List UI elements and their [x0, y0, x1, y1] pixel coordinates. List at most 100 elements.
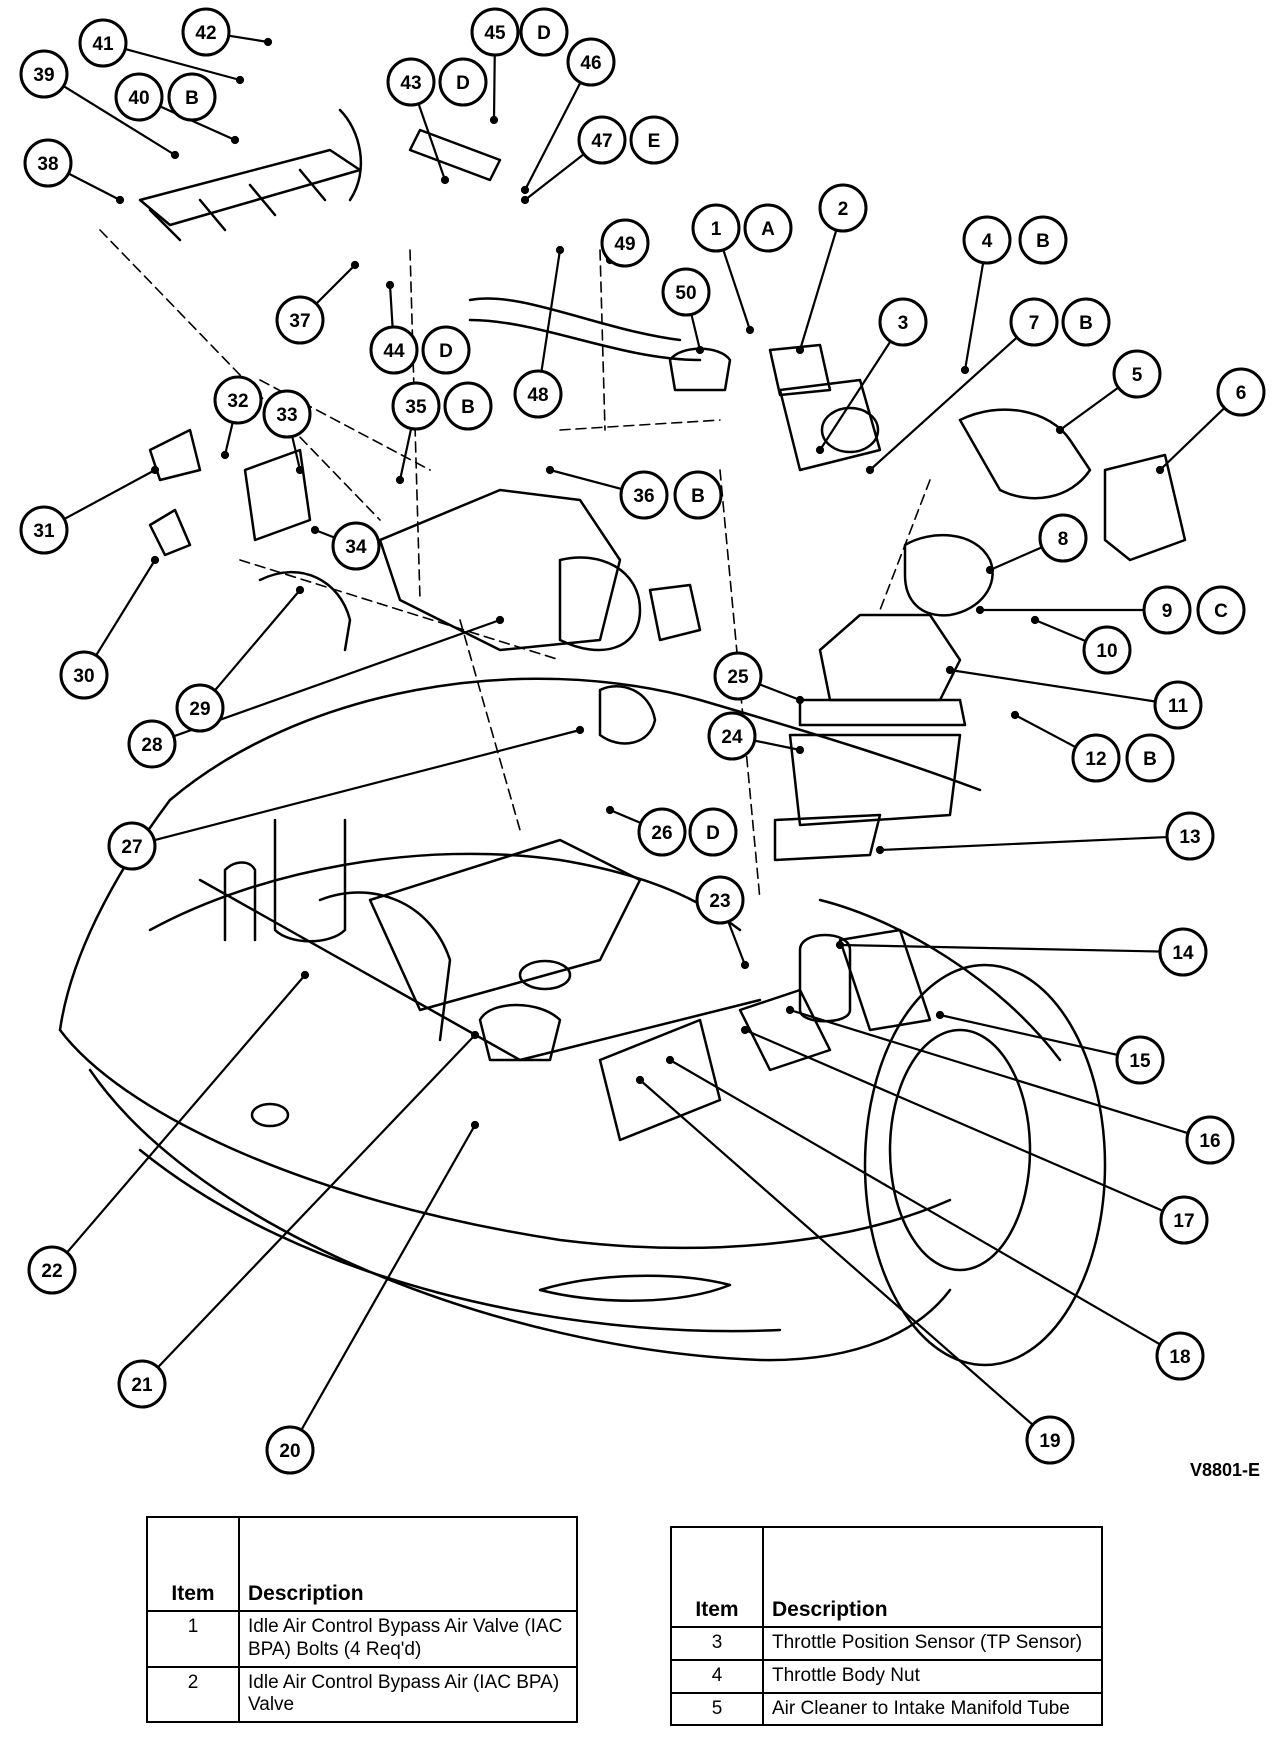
callout-11-text: 11 — [1168, 696, 1189, 717]
callout-20-circle — [265, 1425, 315, 1475]
wiring-harness — [468, 297, 702, 362]
callout-37-text: 37 — [289, 311, 310, 332]
callout-letter-1-text: A — [761, 219, 775, 240]
callout-13-text: 13 — [1179, 827, 1200, 848]
leader-line-26 — [609, 808, 642, 825]
callout-17-circle — [1159, 1195, 1209, 1245]
callout-letter-4-circle — [1018, 215, 1068, 265]
callout-7-text: 7 — [1029, 313, 1040, 334]
legend-right-header-description: Description — [762, 1526, 1103, 1628]
callout-28: 28 — [127, 719, 177, 769]
air-cleaner-housing — [788, 733, 962, 827]
callout-39: 39 — [19, 49, 69, 99]
air-cleaner-cover — [818, 613, 962, 702]
leader-tip-30 — [150, 555, 160, 565]
callout-35: 35 — [391, 381, 441, 431]
leader-line-16 — [789, 1008, 1189, 1135]
car-bumper-lower — [88, 1068, 952, 1362]
intake-manifold — [378, 488, 622, 652]
callout-37: 37 — [275, 295, 325, 345]
callout-32: 32 — [213, 375, 263, 425]
callout-letter-43-circle — [438, 57, 488, 107]
callout-letter-44-text: D — [439, 341, 453, 362]
callout-18-text: 18 — [1169, 1347, 1190, 1368]
leader-tip-34 — [310, 525, 320, 535]
callout-42-circle — [181, 7, 231, 57]
leader-line-50 — [690, 314, 702, 351]
callout-24-text: 24 — [721, 727, 743, 748]
callout-36-circle — [619, 470, 669, 520]
leader-line-36 — [549, 468, 623, 491]
vacuum-reservoir — [838, 928, 932, 1032]
leader-line-39 — [62, 85, 176, 156]
callout-22: 22 — [27, 1245, 77, 1295]
leader-line-30 — [95, 559, 156, 657]
callout-5-text: 5 — [1132, 365, 1143, 386]
leader-tip-28 — [495, 615, 505, 625]
callout-5-circle — [1112, 349, 1162, 399]
callout-42-text: 42 — [195, 23, 216, 44]
callout-19: 19 — [1025, 1415, 1075, 1465]
callout-23-text: 23 — [709, 891, 730, 912]
callout-5: 5 — [1112, 349, 1162, 399]
callout-26: 26 — [637, 807, 687, 857]
legend-item-number: 5 — [670, 1691, 764, 1727]
callout-letter-26-text: D — [706, 823, 720, 844]
leader-tip-29 — [295, 585, 305, 595]
front-grille-slot — [538, 1274, 732, 1302]
leader-tip-17 — [740, 1025, 750, 1035]
callout-22-text: 22 — [41, 1261, 62, 1282]
callout-3-text: 3 — [898, 313, 909, 334]
front-left-lamp — [250, 1102, 290, 1128]
ect-sensor — [148, 508, 192, 557]
callout-45: 45 — [470, 7, 520, 57]
coolant-reservoir — [273, 818, 347, 943]
callout-15-circle — [1115, 1035, 1165, 1085]
callout-11-circle — [1153, 680, 1203, 730]
callout-letter-1-circle — [743, 203, 793, 253]
leader-tip-22 — [300, 970, 310, 980]
leader-line-46 — [524, 81, 582, 191]
callout-letter-47: E — [629, 115, 679, 165]
callout-44-circle — [369, 325, 419, 375]
callout-34: 34 — [331, 521, 381, 571]
leader-tip-48 — [555, 245, 565, 255]
callout-10-circle — [1082, 625, 1132, 675]
callout-18-circle — [1155, 1331, 1205, 1381]
car-front-fascia — [58, 1028, 952, 1250]
pressure-regulator — [408, 128, 502, 182]
leader-tip-46 — [520, 185, 530, 195]
callout-27: 27 — [107, 821, 157, 871]
leader-line-27 — [153, 728, 581, 842]
leader-line-2 — [798, 229, 838, 351]
charcoal-canister — [798, 933, 852, 1023]
leader-tip-15 — [935, 1010, 945, 1020]
callout-14: 14 — [1158, 927, 1208, 977]
leader-tip-6 — [1155, 465, 1165, 475]
callout-50-text: 50 — [675, 283, 696, 304]
legend-item-number: 2 — [146, 1665, 240, 1724]
legend-table-right: Item Description 3 Throttle Position Sen… — [670, 1526, 1103, 1727]
callout-letter-36-text: B — [691, 486, 705, 507]
callout-20: 20 — [265, 1425, 315, 1475]
leader-tip-13 — [875, 845, 885, 855]
callout-letter-43: D — [438, 57, 488, 107]
leader-line-20 — [300, 1124, 476, 1431]
callout-43: 43 — [386, 57, 436, 107]
fuel-injector — [148, 168, 327, 242]
front-wheel — [863, 963, 1107, 1367]
callout-26-text: 26 — [651, 823, 672, 844]
callout-33-circle — [262, 389, 312, 439]
table-row: 2 Idle Air Control Bypass Air (IAC BPA) … — [146, 1665, 578, 1724]
callout-letter-4: B — [1018, 215, 1068, 265]
leader-lines — [62, 34, 1226, 1431]
leader-tip-44 — [385, 280, 395, 290]
callout-letter-4-text: B — [1036, 231, 1050, 252]
callout-letter-36-circle — [673, 470, 723, 520]
callout-10: 10 — [1082, 625, 1132, 675]
callout-13: 13 — [1165, 811, 1215, 861]
throttle-body — [778, 378, 882, 472]
callout-47: 47 — [577, 115, 627, 165]
callout-letter-7-text: B — [1079, 313, 1093, 334]
intake-plenum — [558, 556, 642, 652]
